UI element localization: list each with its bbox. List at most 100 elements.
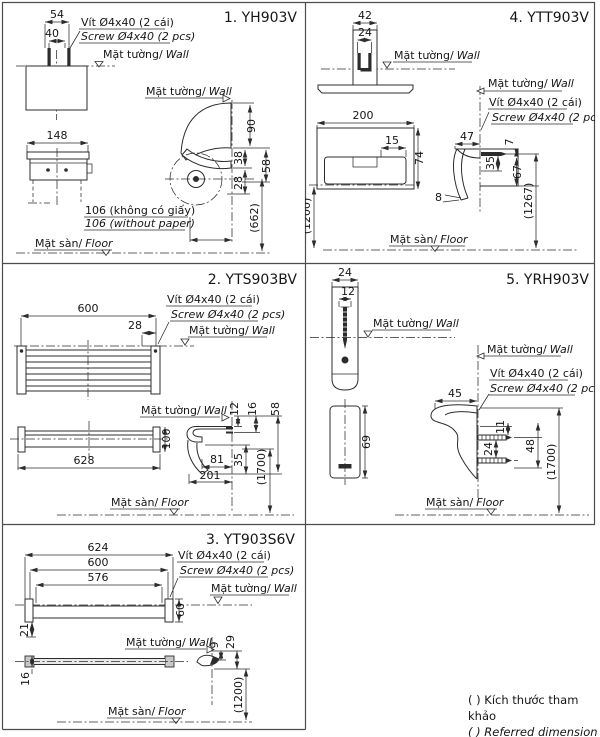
extension-lines — [331, 282, 359, 308]
wall-datum-icon — [213, 596, 223, 605]
dim-7: 7 — [503, 139, 516, 146]
dim-45: 45 — [448, 387, 462, 400]
floor-label-en: Floor — [158, 705, 187, 718]
holder-lid-arm — [181, 148, 232, 170]
wall-label-en: Wall — [252, 324, 275, 337]
wall-label: Mặt tường/Wall — [488, 77, 574, 90]
bar-edges — [34, 658, 165, 665]
yts903bv-shelf-front-view: 600 28 Vít Ø4x40 (2 cái) Screw Ø4x40 (2 … — [14, 293, 285, 400]
dim-35: 35 — [484, 156, 497, 170]
floor-label-vi: Mặt sàn/ — [111, 496, 158, 509]
wall-label-vi: Mặt tường/ — [141, 404, 201, 417]
note-without-paper-vi: 106 (không có giấy) — [85, 204, 195, 217]
dim-8: 8 — [435, 191, 442, 204]
dim-12: 12 — [341, 285, 355, 298]
yrh903v-front-top-view: 24 12 Mặt tường/Wall — [310, 266, 459, 391]
screw-threads — [481, 435, 503, 440]
floor-label-vi: Mặt sàn/ — [390, 233, 437, 246]
wall-datum-icon — [382, 61, 392, 69]
paper-roll-axis — [193, 176, 199, 182]
hook-profile — [430, 404, 478, 480]
wall-centerline — [14, 340, 194, 400]
wall-label-en: Wall — [274, 582, 297, 595]
panel-yh903v: 1. YH903V 54 40 Mặt tường/Wall Vít Ø4x40… — [16, 8, 297, 257]
floor-datum-icon — [169, 508, 179, 516]
dim-16: 16 — [19, 672, 32, 686]
paper-roll-core — [187, 170, 205, 188]
extension-lines — [211, 650, 250, 670]
dim-576: 576 — [88, 571, 109, 584]
shelf-slats — [26, 349, 151, 392]
holder-body — [29, 158, 88, 181]
yts903bv-bar-front-view: 628 100 — [10, 421, 173, 471]
screw-dot — [19, 349, 24, 353]
yt903s6v-side-view: Mặt tường/Wall 9 29 (1200) Mặt sàn/Floor — [57, 635, 252, 725]
dim-42: 42 — [358, 9, 372, 22]
dim-74: 74 — [413, 151, 426, 165]
screw-note-vi: Vít Ø4x40 (2 cái) — [490, 367, 583, 380]
screw-note-en: Screw Ø4x40 (2 pcs) — [492, 111, 595, 124]
screw-threads — [343, 311, 347, 338]
dim-600: 600 — [78, 302, 99, 315]
dim-24b: 24 — [482, 442, 495, 456]
screw-side — [226, 431, 233, 434]
bracket-support — [187, 439, 209, 475]
screw-note-vi: Vít Ø4x40 (2 cái) — [178, 549, 271, 562]
dim-21: 21 — [18, 623, 31, 637]
yts903bv-side-view: Mặt tường/Wall 12 16 58 35 81 201 (1700)… — [57, 401, 294, 516]
wall-label: Mặt tường/Wall — [103, 48, 189, 61]
paper-roll-outline — [169, 152, 223, 206]
wall-label-vi: Mặt tường/ — [146, 85, 206, 98]
dim-69: 69 — [360, 435, 373, 449]
panel-yrh903v: 5. YRH903V 24 12 Mặt tường/Wall 69 Mặt t… — [310, 266, 595, 516]
screw-note-en: Screw Ø4x40 (2 pcs) — [171, 308, 285, 321]
screw-note-vi: Vít Ø4x40 (2 cái) — [81, 16, 174, 29]
wall-label: Mặt tường/Wall — [373, 317, 459, 330]
bar-cap-left — [17, 426, 26, 453]
leader-lines — [480, 90, 573, 131]
floor-label-vi: Mặt sàn/ — [108, 705, 155, 718]
note-without-paper-en: 106 (without paper) — [85, 217, 195, 230]
screw-tip-icon — [506, 435, 512, 440]
screw-shaft — [343, 307, 347, 340]
bar-post-left — [24, 598, 34, 623]
leader-8 — [442, 194, 462, 203]
screw-threads — [481, 458, 503, 463]
screw-tip-icon — [343, 340, 347, 349]
screw-dot — [64, 168, 68, 172]
wall-label-vi: Mặt tường/ — [487, 343, 547, 356]
holder-cover — [180, 102, 232, 161]
dim-40: 40 — [45, 27, 59, 40]
shelf-post-left — [16, 345, 27, 395]
shelf-tab — [352, 157, 378, 168]
floor-label-vi: Mặt sàn/ — [426, 496, 473, 509]
centerlines — [10, 421, 168, 459]
wall-label-en: Wall — [550, 343, 573, 356]
leader-lines — [478, 355, 575, 411]
dim-624: 624 — [88, 541, 109, 554]
panel-2-title: 2. YTS903BV — [208, 272, 298, 288]
extension-lines — [316, 125, 415, 157]
dim-12: 12 — [228, 402, 241, 416]
wall-datum-icon — [94, 61, 104, 68]
wall-label-vi: Mặt tường/ — [211, 582, 271, 595]
dim-1700: (1700) — [255, 449, 268, 486]
yrh903v-side-view: Mặt tường/Wall Vít Ø4x40 (2 cái) Screw Ø… — [395, 343, 595, 516]
floor-label: Mặt sàn/Floor — [35, 237, 114, 250]
screw-note-en: Screw Ø4x40 (2 pcs) — [81, 30, 195, 43]
yt903s6v-bottom-view: 16 — [15, 655, 188, 686]
screw-note-vi: Vít Ø4x40 (2 cái) — [489, 96, 582, 109]
hook-slot — [338, 464, 352, 469]
shelf-recess — [324, 156, 407, 185]
wall-label-en: Wall — [166, 48, 189, 61]
screw-side — [226, 427, 233, 429]
hidden-lines — [32, 180, 82, 202]
floor-label-en: Floor — [161, 496, 190, 509]
panel-4-title: 4. YTT903V — [509, 10, 589, 26]
dim-628: 628 — [74, 454, 95, 467]
mount-tick — [360, 68, 372, 72]
floor-label: Mặt sàn/Floor — [390, 233, 469, 246]
dim-54: 54 — [50, 8, 64, 21]
